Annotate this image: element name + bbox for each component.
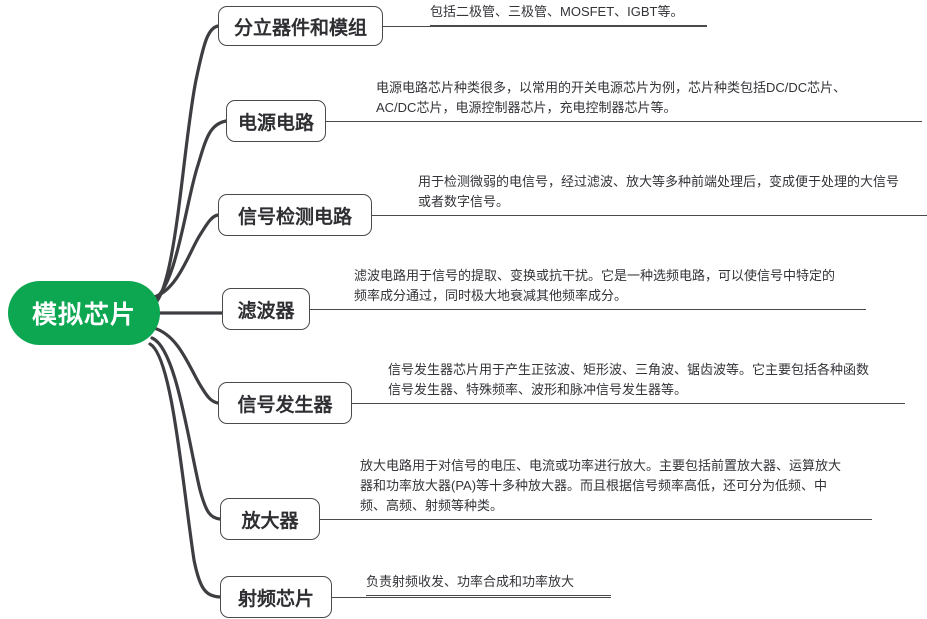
branch-description-4: 滤波电路用于信号的提取、变换或抗干扰。它是一种选频电路，可以使信号中特定的 频率…: [354, 266, 866, 310]
branch-description-2: 电源电路芯片种类很多，以常用的开关电源芯片为例，芯片种类包括DC/DC芯片、 A…: [376, 78, 922, 122]
branch-stem-7: [332, 597, 611, 598]
branch-node-1[interactable]: 分立器件和模组: [218, 6, 383, 46]
connector-5: [152, 326, 220, 405]
branch-description-text-3: 用于检测微弱的电信号，经过滤波、放大等多种前端处理后，变成便于处理的大信号 或者…: [418, 174, 900, 209]
branch-node-label-4: 滤波器: [237, 300, 295, 322]
branch-description-text-2: 电源电路芯片种类很多，以常用的开关电源芯片为例，芯片种类包括DC/DC芯片、 A…: [376, 80, 847, 115]
branch-node-6[interactable]: 放大器: [220, 498, 320, 540]
branch-node-label-6: 放大器: [241, 510, 299, 532]
connector-2: [150, 119, 228, 302]
branch-description-text-4: 滤波电路用于信号的提取、变换或抗干扰。它是一种选频电路，可以使信号中特定的 频率…: [354, 268, 836, 303]
root-node-label: 模拟芯片: [31, 301, 136, 329]
branch-node-3[interactable]: 信号检测电路: [218, 194, 372, 236]
root-node[interactable]: 模拟芯片: [8, 281, 160, 345]
branch-node-label-7: 射频芯片: [237, 588, 314, 610]
branch-node-label-2: 电源电路: [237, 112, 314, 134]
branch-node-label-1: 分立器件和模组: [233, 17, 367, 39]
branch-description-text-7: 负责射频收发、功率合成和功率放大: [366, 574, 575, 589]
connector-6: [150, 336, 222, 521]
connector-7: [148, 342, 222, 599]
branch-node-4[interactable]: 滤波器: [222, 288, 310, 330]
branch-stem-1: [383, 26, 707, 27]
branch-description-3: 用于检测微弱的电信号，经过滤波、放大等多种前端处理后，变成便于处理的大信号 或者…: [418, 172, 927, 216]
branch-node-label-3: 信号检测电路: [237, 206, 352, 228]
branch-description-text-5: 信号发生器芯片用于产生正弦波、矩形波、三角波、锯齿波等。它主要包括各种函数 信号…: [388, 362, 870, 397]
branch-node-2[interactable]: 电源电路: [226, 100, 326, 142]
branch-description-5: 信号发生器芯片用于产生正弦波、矩形波、三角波、锯齿波等。它主要包括各种函数 信号…: [388, 360, 905, 404]
branch-description-text-6: 放大电路用于对信号的电压、电流或功率进行放大。主要包括前置放大器、运算放大 器和…: [360, 458, 842, 513]
connector-1: [148, 24, 220, 309]
branch-description-1: 包括二极管、三极管、MOSFET、IGBT等。: [430, 2, 707, 26]
branch-node-5[interactable]: 信号发生器: [218, 382, 352, 424]
branch-description-7: 负责射频收发、功率合成和功率放大: [366, 572, 611, 596]
branch-node-7[interactable]: 射频芯片: [220, 576, 332, 618]
branch-description-text-1: 包括二极管、三极管、MOSFET、IGBT等。: [430, 4, 684, 19]
branch-node-label-5: 信号发生器: [237, 394, 333, 416]
connector-3: [152, 213, 220, 299]
branch-description-6: 放大电路用于对信号的电压、电流或功率进行放大。主要包括前置放大器、运算放大 器和…: [360, 456, 872, 520]
